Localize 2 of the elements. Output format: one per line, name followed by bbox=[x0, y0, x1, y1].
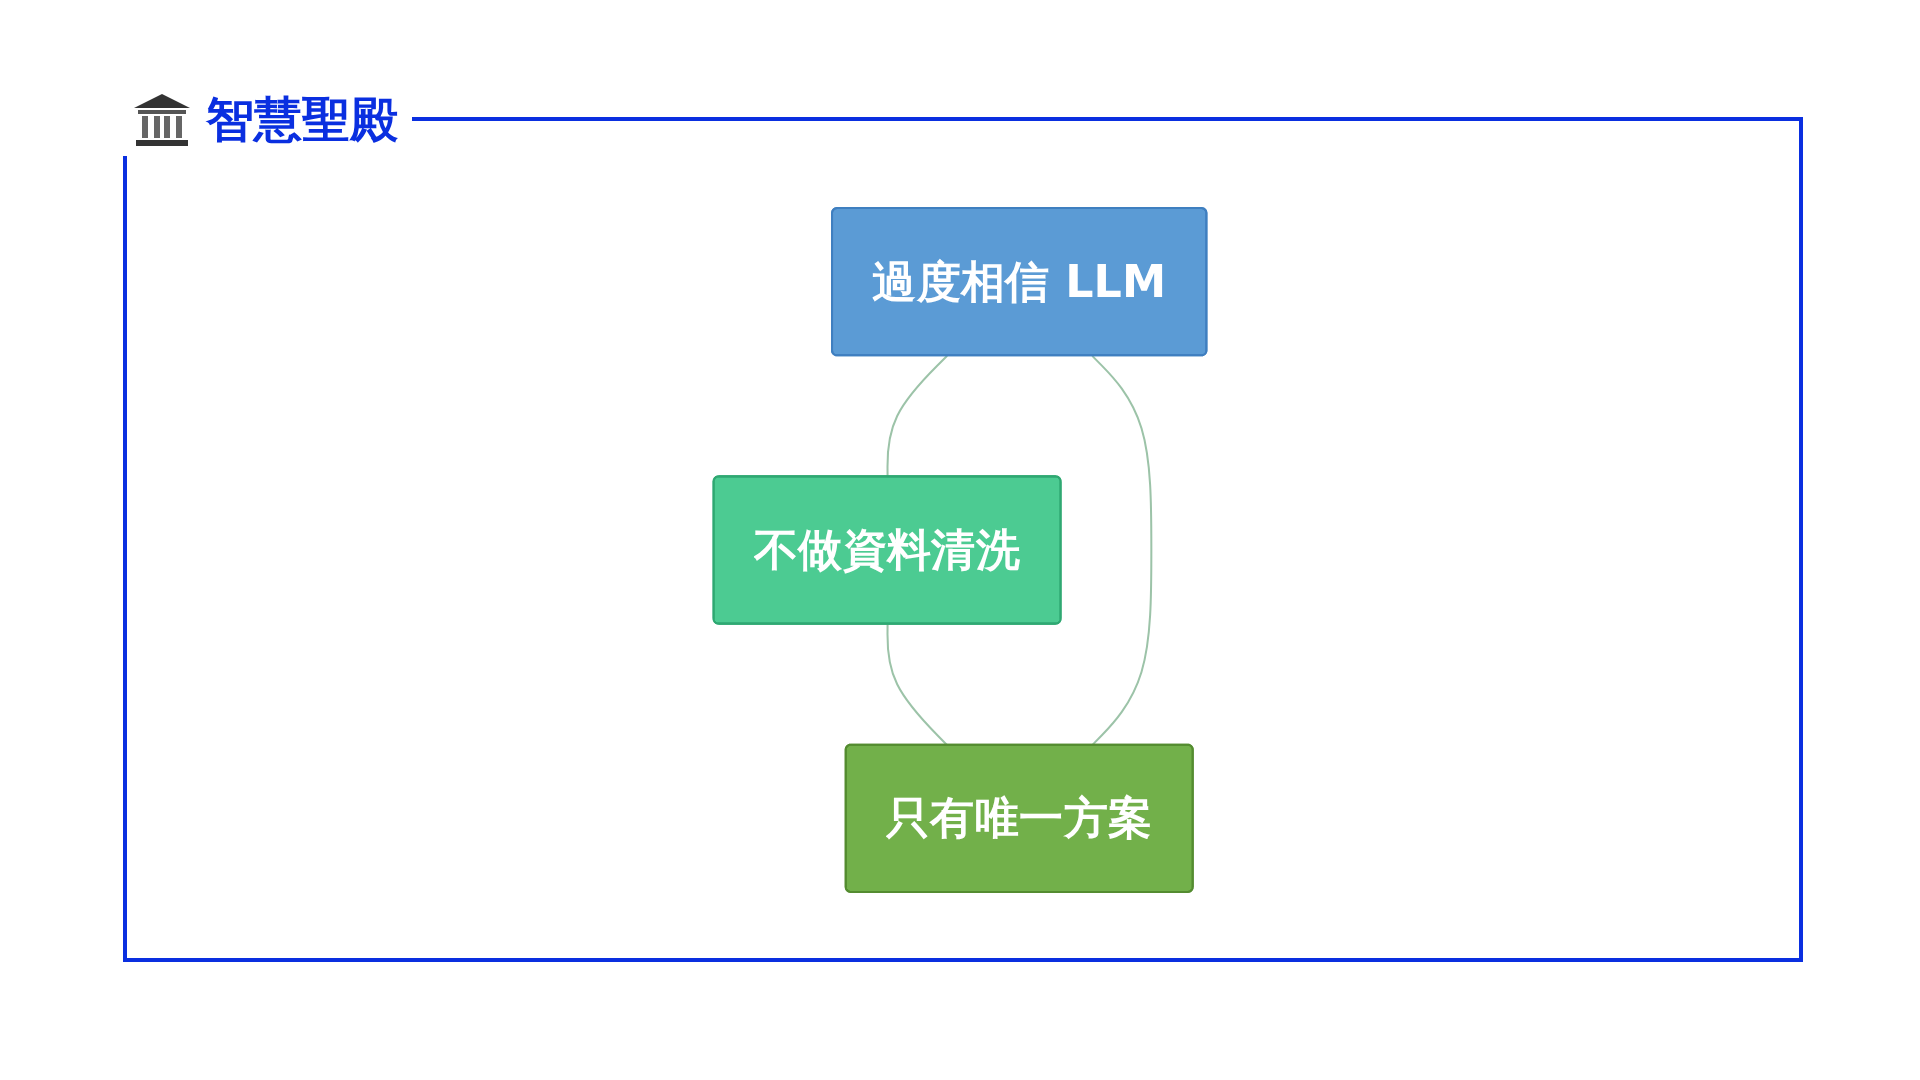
connector bbox=[886, 355, 948, 477]
title: 智慧聖殿 bbox=[206, 90, 398, 149]
